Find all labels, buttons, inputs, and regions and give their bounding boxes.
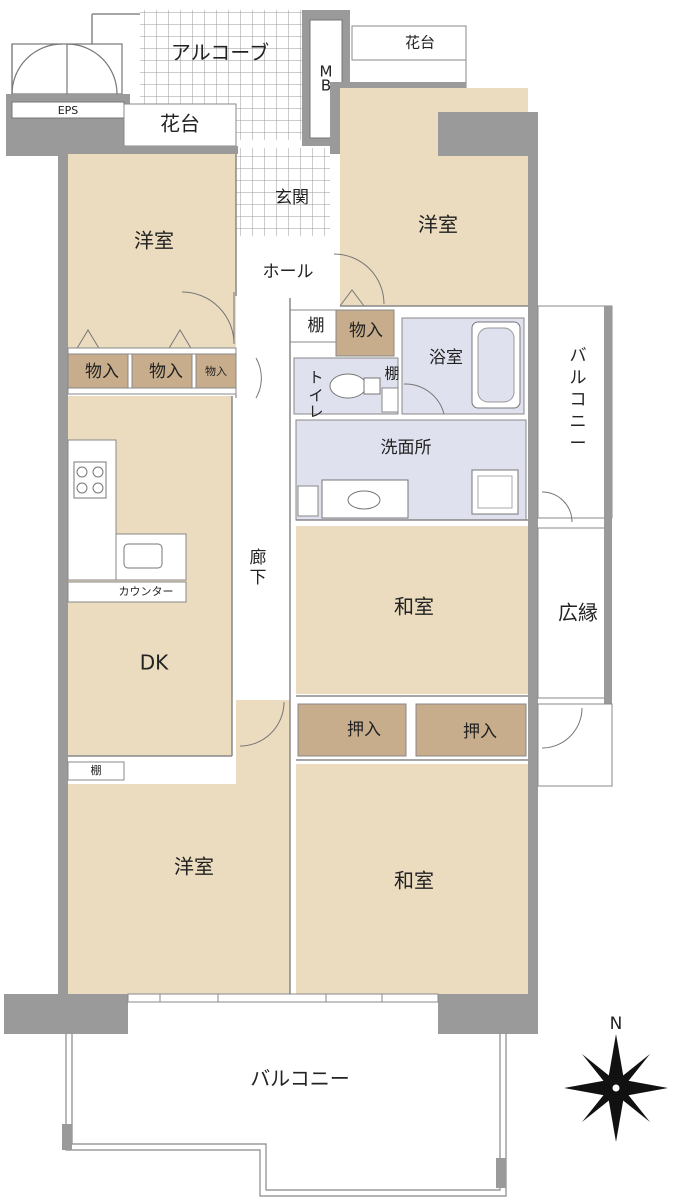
room-dk: カウンター DK 棚	[67, 396, 232, 781]
oshiire-1-label: 押入	[347, 720, 381, 740]
genkan-floor	[236, 148, 330, 236]
monoire-hall-label: 物入	[349, 321, 383, 341]
monoire-2-label: 物入	[149, 362, 183, 382]
oshiire-row: 押入 押入	[297, 703, 527, 757]
western-ne-label: 洋室	[418, 213, 458, 237]
balcony-east-5: ー	[570, 434, 587, 454]
tana-hall-label: 棚	[308, 316, 325, 336]
toilet-room: ト イ レ 棚	[293, 357, 400, 421]
room-western-ne: 洋室	[333, 88, 528, 306]
south-balcony	[62, 1034, 507, 1197]
toilet-label-3: レ	[308, 403, 323, 421]
washitsu-south-label: 和室	[394, 869, 434, 893]
washroom: 洗面所	[295, 419, 579, 521]
toilet-label-2: イ	[308, 387, 323, 405]
entry-double-door	[11, 43, 123, 95]
bathroom: 浴室	[401, 317, 525, 415]
western-sw-label: 洋室	[174, 855, 214, 879]
bathroom-label: 浴室	[429, 348, 463, 368]
room-washitsu-south: 和室	[296, 764, 528, 994]
room-western-sw: 洋室	[68, 700, 290, 994]
door-swing	[181, 291, 235, 345]
balcony-east-2: ル	[570, 368, 587, 388]
toilet-label-1: ト	[308, 369, 323, 387]
partitions	[68, 154, 528, 994]
hall-label: ホール	[263, 262, 314, 282]
east-balcony: バ ル コ ニ ー	[537, 305, 613, 519]
hall-storage: 棚 物入	[289, 289, 395, 357]
south-wall	[4, 993, 538, 1034]
balcony-east-1: バ	[570, 346, 587, 366]
corridor-label-1: 廊	[250, 548, 267, 568]
washroom-label: 洗面所	[381, 438, 432, 458]
monoire-row: 物入 物入 物入	[67, 329, 237, 395]
kitchen-sink	[123, 543, 163, 569]
alcove-label: アルコーブ	[171, 41, 269, 65]
mb-label-b: B	[321, 77, 331, 95]
tana-dk-label: 棚	[91, 763, 102, 777]
monoire-1-label: 物入	[85, 362, 119, 382]
mb-label: M	[320, 63, 333, 81]
balcony-east-4: ニ	[570, 412, 587, 432]
compass-icon	[564, 1034, 668, 1142]
balcony-south-label: バルコニー	[250, 1067, 350, 1091]
stove	[73, 461, 107, 499]
hanadai-entry: 花台	[123, 103, 237, 147]
dk-label: DK	[140, 651, 169, 675]
room-washitsu-mid: 和室	[296, 526, 528, 694]
room-western-nw: 洋室	[68, 154, 236, 348]
compass-n-label: N	[610, 1014, 623, 1034]
monoire-3-label: 物入	[205, 364, 227, 378]
balcony-east-3: コ	[570, 390, 587, 410]
hanadai-top-label: 花台	[405, 34, 435, 52]
western-nw-label: 洋室	[134, 229, 174, 253]
washitsu-mid-label: 和室	[394, 595, 434, 619]
toilet-bowl	[329, 373, 367, 399]
eps-label: EPS	[58, 104, 79, 117]
hiroen: 広縁	[537, 491, 613, 787]
hanadai-entry-label: 花台	[160, 112, 200, 136]
corridor-label-2: 下	[250, 568, 267, 588]
counter-label: カウンター	[119, 585, 174, 598]
hiroen-label: 広縁	[558, 601, 598, 625]
oshiire-2-label: 押入	[463, 722, 497, 742]
kitchen-counter-left	[67, 439, 117, 581]
genkan-label: 玄関	[275, 188, 309, 208]
tana-toilet-label: 棚	[384, 365, 399, 383]
hall-corridor: 玄関 ホール 廊 下	[235, 188, 332, 698]
